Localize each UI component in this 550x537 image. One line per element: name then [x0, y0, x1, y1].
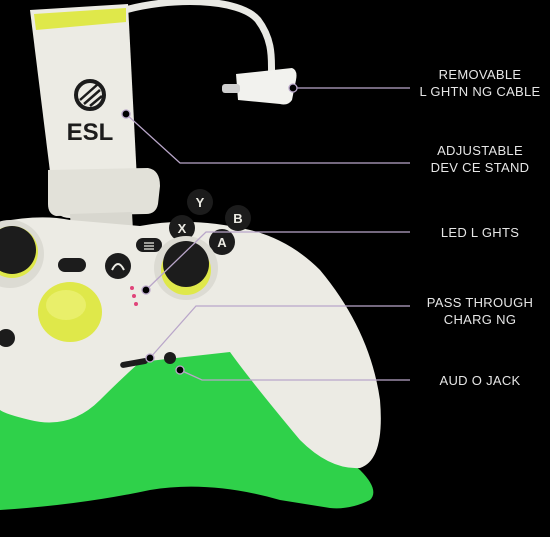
callout-dot-cable — [288, 83, 298, 93]
callout-line-led — [145, 231, 410, 291]
callout-led-line-1: LED L GHTS — [440, 225, 520, 240]
face-button-x: X — [169, 215, 195, 241]
led-light-1 — [130, 286, 134, 290]
face-button-x-cap — [169, 215, 195, 241]
callout-removable-cable: REMOVABLE L GHTN NG CABLE — [405, 66, 550, 100]
face-button-a-label: A — [217, 235, 227, 250]
device-stand-arm — [30, 4, 138, 218]
menu-button-glyph — [144, 242, 154, 250]
face-button-b-label: B — [233, 211, 242, 226]
dpad-pad-highlight — [46, 290, 86, 320]
callout-cable-line-1: REMOVABLE — [438, 67, 522, 82]
callout-audio-line-1: AUD O JACK — [439, 373, 521, 388]
callout-passthrough-line-2: CHARG NG — [443, 312, 517, 327]
callout-cable-line-2: L GHTN NG CABLE — [419, 84, 541, 99]
face-button-a-cap — [209, 229, 235, 255]
lightning-plug — [222, 84, 240, 93]
face-button-y-cap — [187, 189, 213, 215]
callout-dot-passthrough — [145, 353, 155, 363]
callout-pass-through: PASS THROUGH CHARG NG — [405, 294, 550, 328]
controller-shell-top — [0, 217, 381, 469]
esl-logo-emblem-stripes — [79, 83, 103, 107]
callout-dot-audio — [175, 365, 185, 375]
face-button-b: B — [225, 205, 251, 231]
face-button-y: Y — [187, 189, 213, 215]
callout-audio-jack: AUD O JACK — [405, 372, 550, 389]
cable-connector-housing — [236, 68, 297, 105]
callout-dot-led — [141, 285, 151, 295]
right-stick — [163, 241, 209, 287]
led-light-3 — [134, 302, 138, 306]
callout-line-passthrough — [149, 305, 410, 359]
view-button — [58, 258, 86, 272]
share-button — [0, 329, 15, 347]
callout-led-lights: LED L GHTS — [405, 224, 550, 241]
callout-dot-stand — [121, 109, 131, 119]
home-button-glyph — [111, 263, 125, 271]
device-stand-clip-top — [34, 8, 126, 30]
home-button — [105, 253, 131, 279]
lightning-cable — [114, 0, 276, 82]
left-stick — [0, 226, 36, 274]
callout-passthrough-line-1: PASS THROUGH — [426, 295, 534, 310]
pass-through-port — [120, 358, 148, 368]
callout-adjustable-stand: ADJUSTABLE DEV CE STAND — [405, 142, 550, 176]
audio-jack-port — [164, 352, 176, 364]
face-button-y-label: Y — [196, 195, 205, 210]
esl-logo-emblem — [74, 79, 106, 111]
callout-line-audio — [179, 369, 410, 381]
device-stand-hinge — [48, 168, 160, 216]
menu-button — [136, 238, 162, 252]
face-button-a: A — [209, 229, 235, 255]
esl-logo-text: ESL — [67, 119, 114, 146]
callout-stand-line-1: ADJUSTABLE — [437, 143, 523, 158]
led-light-2 — [132, 294, 136, 298]
esl-logo: ESL — [67, 79, 114, 146]
face-button-b-cap — [225, 205, 251, 231]
callout-line-stand — [125, 113, 410, 164]
face-button-x-label: X — [178, 221, 187, 236]
callout-stand-line-2: DEV CE STAND — [430, 160, 530, 175]
